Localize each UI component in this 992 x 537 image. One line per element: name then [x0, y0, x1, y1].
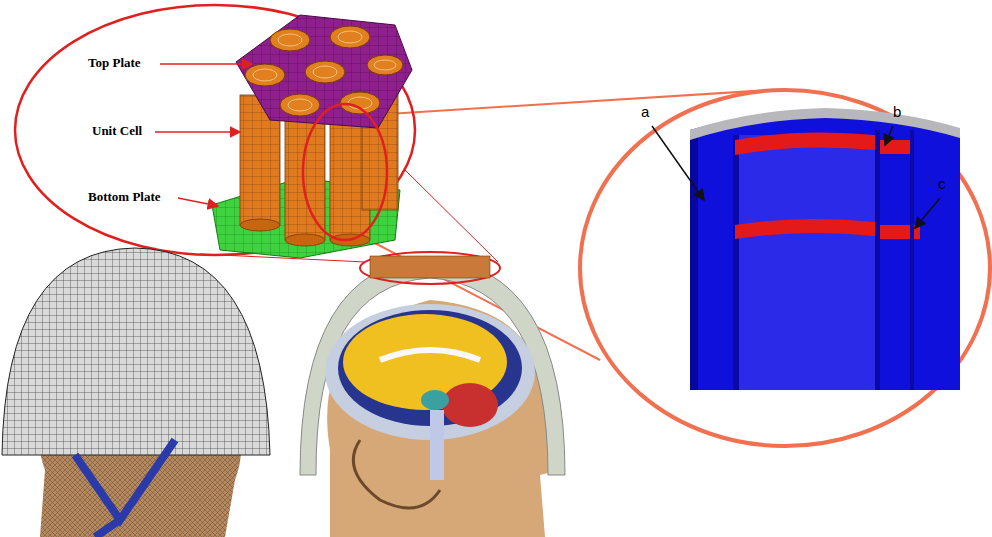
callout-letter: b [893, 104, 901, 121]
part-label: Top Plate [88, 56, 141, 70]
part-label: Unit Cell [92, 124, 142, 138]
callout-letter: a [641, 104, 649, 121]
part-label: Bottom Plate [88, 190, 161, 204]
callout-letter: c [938, 176, 946, 193]
